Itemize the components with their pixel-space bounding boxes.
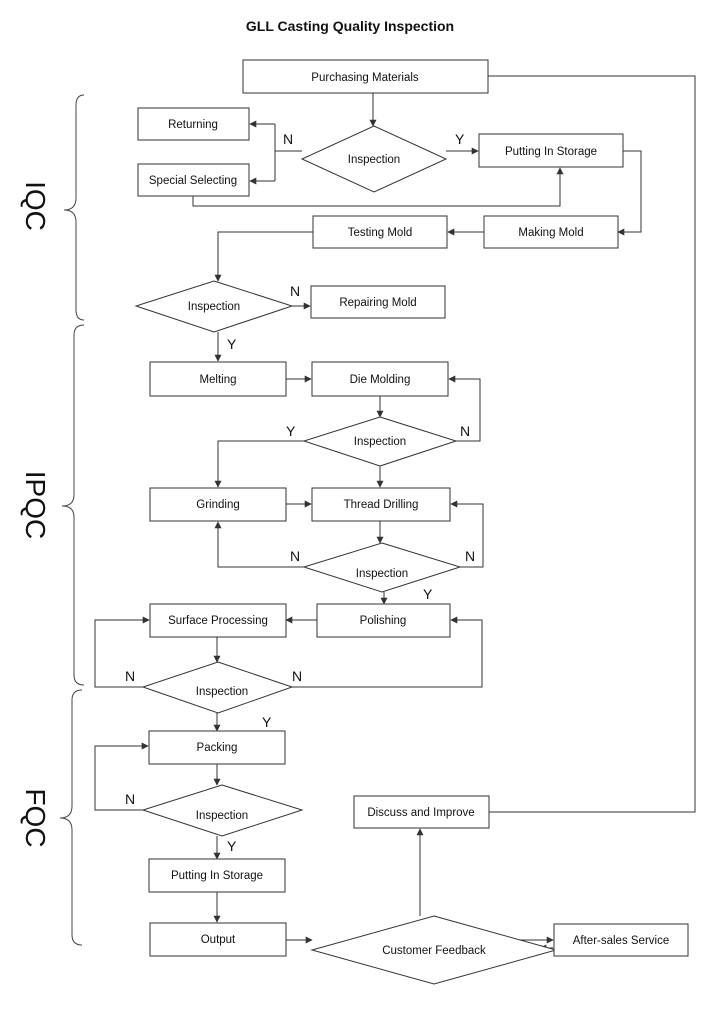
svg-text:Testing Mold: Testing Mold bbox=[348, 227, 413, 239]
edge-inspection5-n-surface bbox=[94, 616, 150, 688]
node-inspection-4: Inspection bbox=[302, 542, 462, 593]
edge-inspection6-n-packing bbox=[94, 742, 149, 811]
mark-n-2: N bbox=[290, 283, 300, 299]
mark-n-1: N bbox=[283, 131, 293, 147]
svg-text:Grinding: Grinding bbox=[196, 499, 239, 511]
svg-text:Putting In Storage: Putting In Storage bbox=[505, 146, 597, 158]
section-label-iqc: IQC bbox=[20, 181, 51, 231]
node-grinding: Grinding bbox=[149, 487, 287, 522]
mark-n-3: N bbox=[460, 423, 470, 439]
svg-text:Returning: Returning bbox=[168, 119, 218, 131]
mark-n-5-left: N bbox=[125, 668, 135, 684]
svg-text:Thread Drilling: Thread Drilling bbox=[344, 499, 419, 511]
node-surface-processing: Surface Processing bbox=[149, 603, 287, 638]
edge-storage-makingmold bbox=[617, 150, 642, 236]
node-inspection-2: Inspection bbox=[134, 280, 294, 333]
diagram-title: GLL Casting Quality Inspection bbox=[246, 18, 454, 34]
edge-testingmold-inspection2 bbox=[214, 231, 313, 282]
mark-n-6: N bbox=[125, 791, 135, 807]
svg-text:After-sales Service: After-sales Service bbox=[573, 935, 670, 947]
svg-text:Polishing: Polishing bbox=[360, 615, 407, 627]
svg-text:Repairing Mold: Repairing Mold bbox=[339, 297, 416, 309]
svg-text:Output: Output bbox=[201, 934, 236, 946]
node-testing-mold: Testing Mold bbox=[312, 215, 448, 249]
svg-text:Customer Feedback: Customer Feedback bbox=[382, 945, 486, 957]
mark-y-2: Y bbox=[227, 336, 237, 352]
mark-y-6: Y bbox=[227, 838, 237, 854]
svg-text:Inspection: Inspection bbox=[196, 686, 248, 698]
node-polishing: Polishing bbox=[316, 603, 451, 638]
node-inspection-5: Inspection bbox=[141, 661, 294, 714]
node-returning: Returning bbox=[137, 107, 250, 141]
mark-y-3: Y bbox=[286, 423, 296, 439]
mark-y-4: Y bbox=[423, 586, 433, 602]
mark-y-5: Y bbox=[262, 714, 272, 730]
node-inspection-6: Inspection bbox=[141, 784, 304, 837]
node-packing: Packing bbox=[148, 730, 286, 765]
node-putting-in-storage-1: Putting In Storage bbox=[478, 133, 624, 168]
node-inspection-1: Inspection bbox=[300, 125, 448, 193]
svg-text:Inspection: Inspection bbox=[188, 301, 240, 313]
svg-text:Packing: Packing bbox=[197, 742, 238, 754]
fqc-brace bbox=[59, 689, 83, 946]
node-putting-in-storage-2: Putting In Storage bbox=[148, 858, 286, 893]
mark-n-4-right: N bbox=[465, 548, 475, 564]
node-inspection-3: Inspection bbox=[302, 416, 458, 467]
edge-inspection3-n-diemolding bbox=[448, 375, 481, 442]
node-special-selecting: Special Selecting bbox=[137, 163, 250, 197]
svg-text:Purchasing Materials: Purchasing Materials bbox=[311, 72, 419, 84]
edge-special-storage bbox=[192, 167, 564, 207]
svg-text:Melting: Melting bbox=[199, 374, 236, 386]
section-label-fqc: FQC bbox=[20, 788, 51, 847]
edge-discuss-purchasing bbox=[444, 72, 696, 813]
svg-text:Discuss and Improve: Discuss and Improve bbox=[367, 807, 474, 819]
svg-text:Surface Processing: Surface Processing bbox=[168, 615, 268, 627]
svg-text:Inspection: Inspection bbox=[354, 436, 406, 448]
svg-text:Inspection: Inspection bbox=[196, 810, 248, 822]
mark-y-1: Y bbox=[455, 131, 465, 147]
edge-inspection4-n-grinding bbox=[214, 521, 304, 568]
iqc-brace bbox=[63, 94, 85, 321]
node-die-molding: Die Molding bbox=[311, 361, 449, 397]
node-melting: Melting bbox=[149, 361, 287, 397]
node-making-mold: Making Mold bbox=[483, 215, 619, 249]
node-thread-drilling: Thread Drilling bbox=[311, 487, 451, 522]
edge-inspection5-n-polishing bbox=[292, 616, 483, 688]
ipqc-brace bbox=[61, 324, 85, 686]
mark-n-4-left: N bbox=[290, 548, 300, 564]
edge-inspection4-n-thread bbox=[450, 500, 484, 568]
svg-text:Making Mold: Making Mold bbox=[518, 227, 583, 239]
node-after-sales-service: After-sales Service bbox=[553, 923, 689, 957]
svg-text:Putting In Storage: Putting In Storage bbox=[171, 870, 263, 882]
node-purchasing-materials: Purchasing Materials bbox=[242, 59, 489, 94]
node-customer-feedback: Customer Feedback bbox=[310, 915, 558, 985]
svg-text:Inspection: Inspection bbox=[356, 568, 408, 580]
node-repairing-mold: Repairing Mold bbox=[310, 285, 446, 319]
svg-text:Special Selecting: Special Selecting bbox=[149, 175, 237, 187]
node-output: Output bbox=[149, 922, 287, 957]
svg-text:Die Molding: Die Molding bbox=[350, 374, 411, 386]
mark-n-5-right: N bbox=[292, 668, 302, 684]
node-discuss-and-improve: Discuss and Improve bbox=[353, 795, 490, 829]
section-label-ipqc: IPQC bbox=[20, 471, 51, 539]
edge-inspection3-y-grinding bbox=[214, 440, 304, 488]
svg-text:Inspection: Inspection bbox=[348, 154, 400, 166]
